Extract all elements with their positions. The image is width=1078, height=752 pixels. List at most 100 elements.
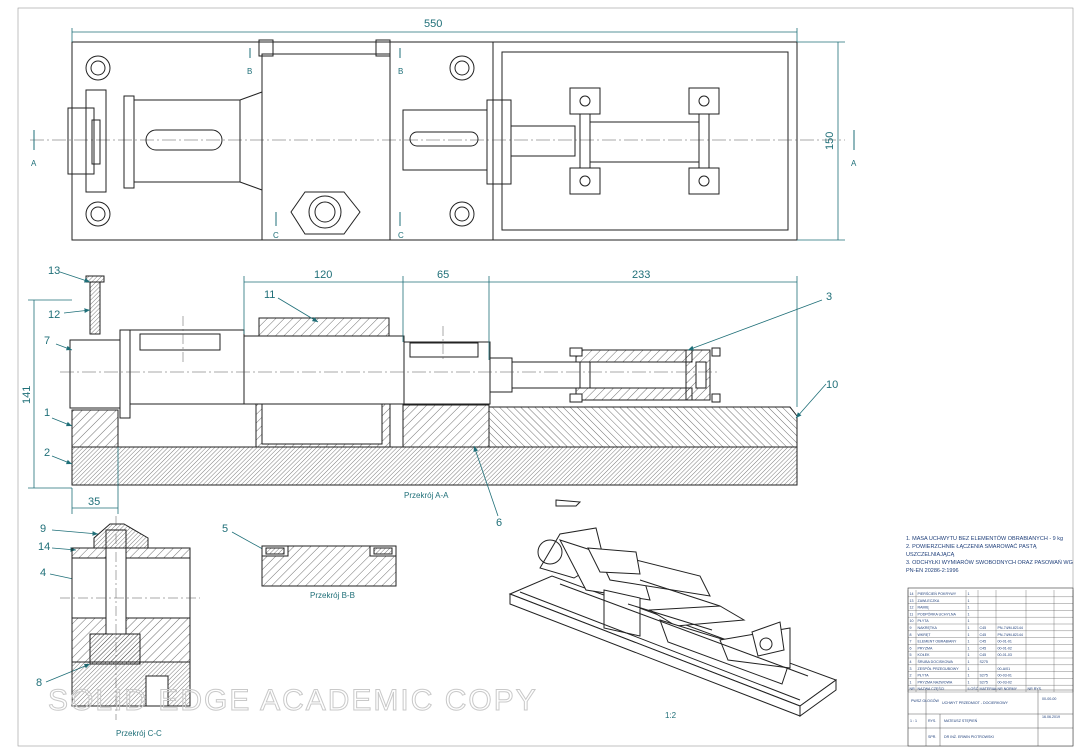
parts-cell: 00-01-01 (998, 640, 1012, 644)
parts-cell: PODPÓRKA UCHYLNA (918, 611, 957, 616)
dimension-141-text: 141 (21, 386, 33, 404)
section-mark-c-left: C (273, 231, 279, 240)
parts-cell: C45 (980, 653, 987, 657)
date-text: 16.06.2019 (1042, 715, 1060, 719)
balloon-12: 12 (48, 309, 60, 321)
parts-cell: 00-01-03 (998, 653, 1012, 657)
section-aa-dimensions (28, 276, 798, 514)
parts-cell: S275 (980, 660, 988, 664)
parts-cell: 3 (910, 667, 912, 671)
firm-text: PWSZ GŁOGÓW (911, 698, 940, 703)
svg-text:1. MASA UCHWYTU BEZ ELEMENTÓW: 1. MASA UCHWYTU BEZ ELEMENTÓW OBRABIANYC… (906, 535, 1063, 542)
parts-cell: ZAWLECZKA (918, 599, 940, 603)
section-bb-view (261, 545, 397, 587)
parts-header-cell: NR RYS. (1028, 687, 1043, 691)
parts-cell: PŁYTA (918, 674, 930, 678)
parts-cell: 9 (910, 626, 912, 630)
balloon-8: 8 (36, 677, 42, 689)
parts-cell: PIERŚCIEŃ POKRYWY (918, 591, 957, 596)
sheet-border (17, 7, 1074, 747)
parts-cell: 1 (968, 592, 970, 596)
parts-cell: 00-03-01 (998, 674, 1012, 678)
parts-cell: NAKRĘTKA (918, 626, 938, 630)
dimension-120-text: 120 (314, 269, 332, 281)
parts-cell: 1 (968, 660, 970, 664)
svg-text:3. ODCHYŁKI WYMIARÓW SWOBODNYC: 3. ODCHYŁKI WYMIARÓW SWOBODNYCH ORAZ PAS… (906, 559, 1073, 566)
drawing-title-text: UCHWYT PRZEDMIOT - DOCIERKOWY (942, 701, 1009, 705)
parts-header-cell: ILOŚĆ (968, 686, 979, 691)
parts-header-cell: NR (910, 687, 916, 691)
iso-scale-text: 1:2 (665, 711, 677, 720)
parts-cell: 11 (910, 612, 914, 616)
parts-cell: PN-74/M-82144 (998, 633, 1023, 637)
parts-cell: 14 (910, 592, 914, 596)
author-label-text: RYS. (928, 719, 936, 723)
parts-cell: 7 (910, 640, 912, 644)
svg-text:PN-EN 20286-2:1996: PN-EN 20286-2:1996 (906, 568, 959, 574)
parts-cell: ŚRUBA DOCISKOWA (918, 659, 954, 664)
parts-cell: 1 (968, 633, 970, 637)
parts-cell: 00-A/01 (998, 667, 1011, 671)
parts-cell: 10 (910, 619, 914, 623)
balloon-6: 6 (496, 517, 502, 529)
balloon-4: 4 (40, 567, 46, 579)
balloon-7: 7 (44, 335, 50, 347)
section-mark-c-right: C (398, 231, 404, 240)
section-cc-view (60, 516, 200, 720)
top-view (30, 39, 855, 241)
parts-cell: KOŁEK (918, 653, 931, 657)
parts-cell: C45 (980, 640, 987, 644)
parts-cell: 4 (910, 660, 912, 664)
parts-cell: PN-74/M-82144 (998, 626, 1023, 630)
dimension-150 (797, 41, 845, 241)
balloon-1: 1 (44, 407, 50, 419)
section-mark-a-left: A (31, 159, 37, 168)
parts-cell: 00-01-02 (998, 646, 1012, 650)
parts-cell: 1 (968, 612, 970, 616)
parts-cell: WKRĘT (918, 633, 932, 637)
balloon-13: 13 (48, 265, 60, 277)
parts-cell: 12 (910, 606, 914, 610)
parts-cell: 2 (910, 674, 912, 678)
parts-cell: 1 (968, 619, 970, 623)
parts-cell: 13 (910, 599, 914, 603)
parts-cell: 1 (968, 667, 970, 671)
parts-cell: RAMIĘ (918, 606, 930, 610)
balloon-9: 9 (40, 523, 46, 535)
dimension-35-text: 35 (88, 496, 100, 508)
balloon-14: 14 (38, 541, 50, 553)
parts-cell: PŁYTA (918, 619, 930, 623)
parts-cell: 1 (968, 653, 970, 657)
parts-cell: 5 (910, 653, 912, 657)
parts-cell: 1 (968, 626, 970, 630)
parts-cell: PRYZMA (918, 646, 934, 650)
parts-cell: C45 (980, 646, 987, 650)
parts-cell: 1 (968, 606, 970, 610)
checker-label-text: SPR. (928, 735, 936, 739)
technical-notes: 1. MASA UCHWYTU BEZ ELEMENTÓW OBRABIANYC… (906, 535, 1073, 574)
parts-cell: 1 (968, 640, 970, 644)
svg-text:USZCZELNIAJĄCĄ: USZCZELNIAJĄCĄ (906, 552, 955, 558)
dimension-550-text: 550 (424, 18, 442, 30)
svg-text:2. POWIERZCHNIE ŁĄCZENIA SMARO: 2. POWIERZCHNIE ŁĄCZENIA SMAROWAĆ PASTĄ (906, 543, 1037, 550)
parts-cell: 8 (910, 633, 912, 637)
parts-cell: ELEMENT OBRABIANY (918, 640, 957, 644)
section-mark-b-left: B (247, 67, 252, 76)
section-mark-a-right: A (851, 159, 857, 168)
parts-header-cell: MATERIAŁ (980, 687, 998, 691)
parts-cell: ZESPÓŁ PRZEGUBOWY (918, 666, 960, 671)
balloon-2: 2 (44, 447, 50, 459)
section-aa-title: Przekrój A-A (404, 491, 449, 500)
dimension-550 (71, 28, 798, 42)
parts-cell: S275 (980, 680, 988, 684)
section-bb-title: Przekrój B-B (310, 591, 355, 600)
section-aa-view (60, 275, 798, 486)
parts-cell: S275 (980, 674, 988, 678)
parts-cell: 1 (910, 680, 912, 684)
scale-text: 1 : 1 (910, 719, 917, 723)
parts-cell: PRYZMA NAZWOWA (918, 680, 953, 684)
drawing-number-text: 00-00-00 (1042, 697, 1056, 701)
